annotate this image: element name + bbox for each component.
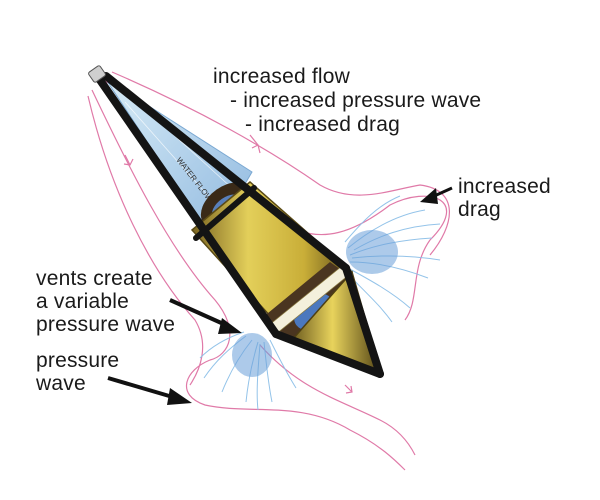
- increased-drag-label-line1: increased: [458, 175, 551, 198]
- vents-label-line3: pressure wave: [36, 313, 176, 336]
- pressure-wave-label-line2: wave: [36, 372, 86, 395]
- increased-drag-sub-label: - increased drag: [245, 113, 400, 136]
- spray-clouds: [232, 230, 398, 377]
- swivel-icon: [88, 65, 106, 83]
- increased-pressure-wave-label: - increased pressure wave: [230, 89, 482, 112]
- drag-arrow: [420, 186, 453, 204]
- increased-flow-label: increased flow: [213, 65, 351, 88]
- pressure-wave-arrow: [107, 376, 192, 405]
- increased-drag-label-line2: drag: [458, 198, 501, 221]
- black-straps: [96, 72, 384, 378]
- vents-arrow: [169, 298, 242, 334]
- pressure-wave-label-line1: pressure: [36, 349, 120, 372]
- mouth-strap: [193, 185, 257, 241]
- flow-lines: [87, 71, 450, 471]
- vents-label-line1: vents create: [36, 267, 153, 290]
- vents-label-line2: a variable: [36, 290, 130, 313]
